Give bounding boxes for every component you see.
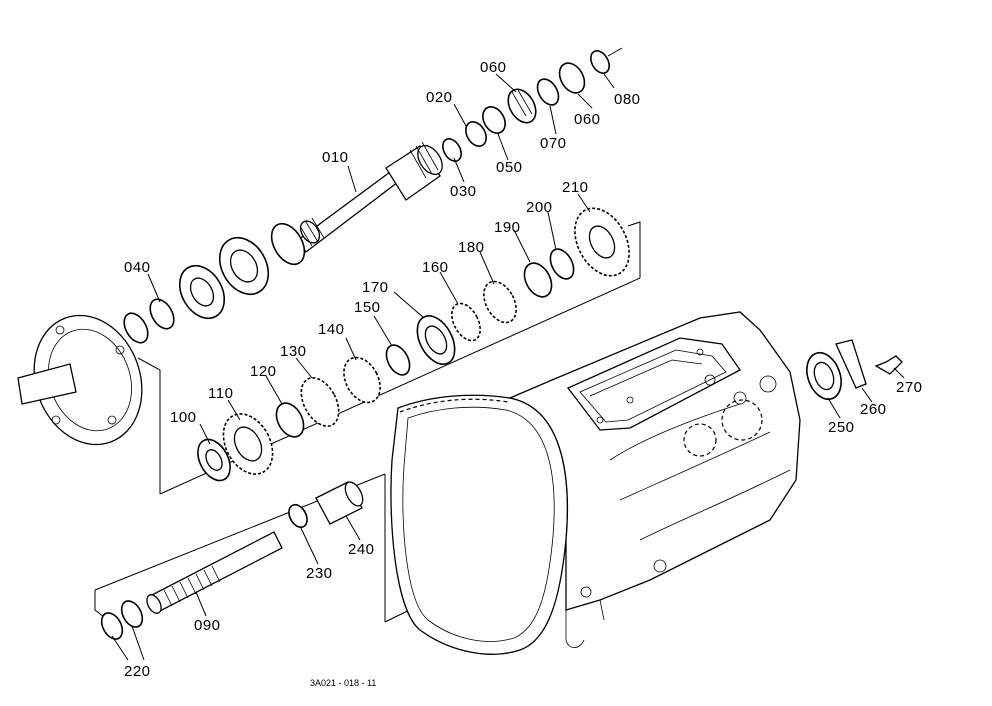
label-030: 030 — [450, 183, 477, 200]
label-020: 020 — [426, 89, 453, 106]
label-060-bottom: 060 — [574, 111, 601, 128]
label-230: 230 — [306, 565, 333, 582]
right-side-parts — [806, 339, 903, 401]
output-shaft-090 — [100, 481, 364, 640]
label-220: 220 — [124, 663, 151, 680]
label-180: 180 — [458, 239, 485, 256]
transmission-case — [390, 311, 801, 655]
label-150: 150 — [354, 299, 381, 316]
label-010: 010 — [322, 149, 349, 166]
label-160: 160 — [422, 259, 449, 276]
label-060-top: 060 — [480, 59, 507, 76]
label-080: 080 — [614, 91, 641, 108]
label-110: 110 — [208, 385, 233, 402]
left-flange-assembly — [17, 314, 143, 446]
label-100: 100 — [170, 409, 197, 426]
part-labels: 010 020 030 040 050 060 060 070 080 090 … — [124, 59, 923, 688]
label-170: 170 — [362, 279, 389, 296]
label-260: 260 — [860, 401, 887, 418]
label-070: 070 — [540, 135, 567, 152]
label-090: 090 — [194, 617, 221, 634]
label-130: 130 — [280, 343, 307, 360]
upper-left-bearings — [123, 222, 306, 344]
label-210: 210 — [562, 179, 589, 196]
label-250: 250 — [828, 419, 855, 436]
leader-lines — [111, 73, 905, 661]
label-190: 190 — [494, 219, 521, 236]
label-040: 040 — [124, 259, 151, 276]
label-140: 140 — [318, 321, 345, 338]
label-200: 200 — [526, 199, 553, 216]
label-240: 240 — [348, 541, 375, 558]
label-270: 270 — [896, 379, 923, 396]
label-050: 050 — [496, 159, 523, 176]
input-shaft-010 — [297, 141, 443, 253]
reference-code: 3A021 - 018 - 11 — [310, 678, 376, 688]
gear-train — [197, 207, 630, 482]
upper-right-parts — [442, 47, 623, 162]
label-120: 120 — [250, 363, 277, 380]
